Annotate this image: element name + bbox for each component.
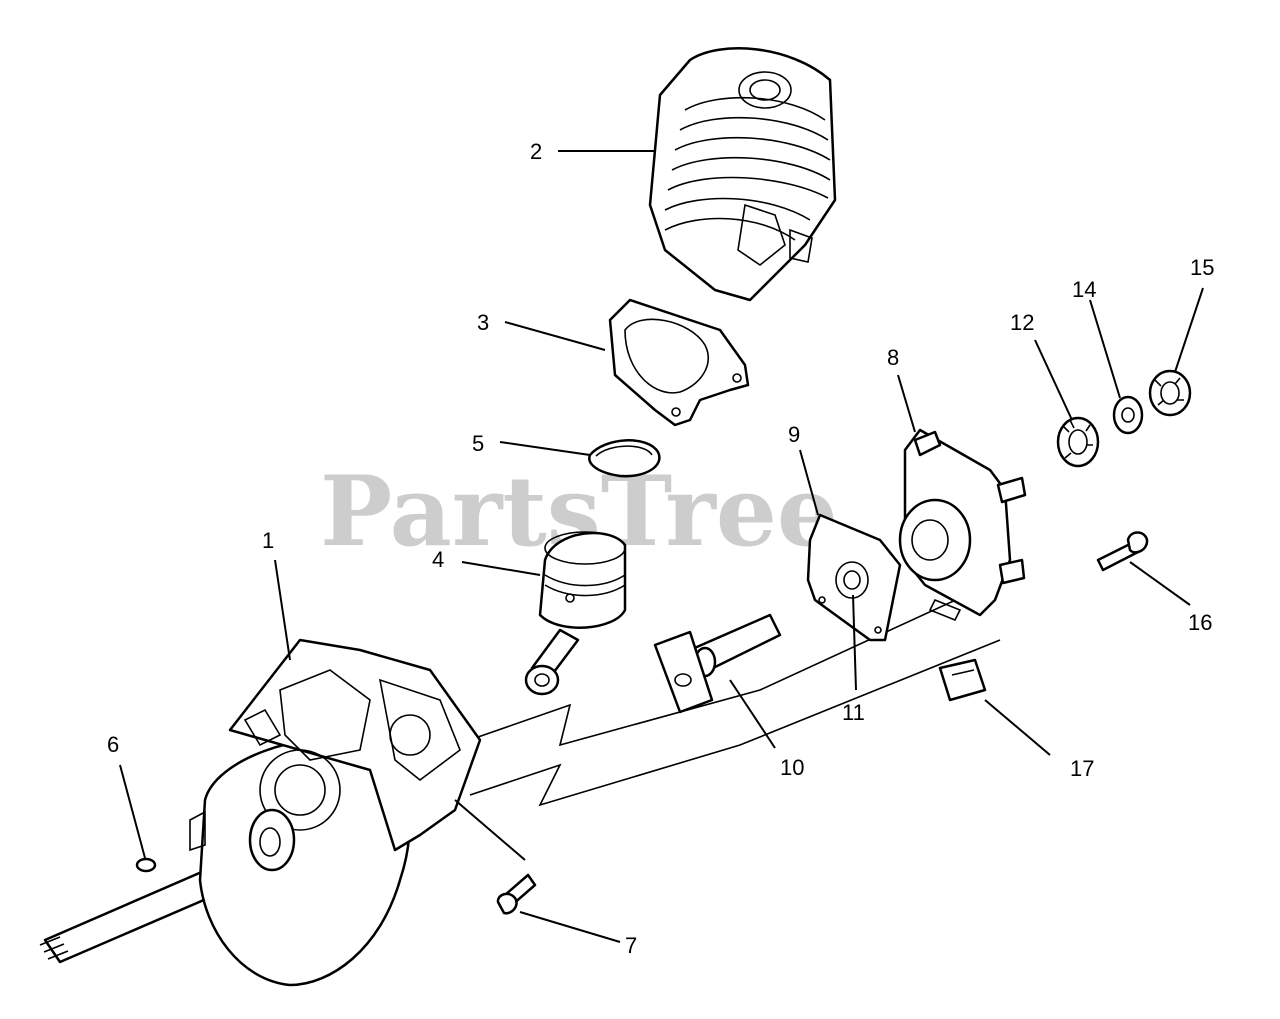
callout-17: 17 — [1070, 756, 1094, 781]
callout-16: 16 — [1188, 610, 1212, 635]
part-6-clip — [135, 857, 157, 873]
part-14-washer — [1112, 395, 1144, 435]
part-2-cylinder — [648, 47, 837, 302]
callout-12: 12 — [1010, 310, 1034, 335]
part-10-crankshaft — [653, 613, 782, 714]
part-17-key — [938, 658, 987, 702]
callout-9: 9 — [788, 422, 800, 447]
drive-shaft-axis — [454, 574, 1011, 807]
callout-10: 10 — [780, 755, 804, 780]
callout-2: 2 — [530, 139, 542, 164]
callout-4: 4 — [432, 547, 444, 572]
callout-labels: 1 2 3 4 5 6 7 8 9 10 11 12 14 15 16 17 — [107, 139, 1214, 958]
part-7-screw — [496, 873, 537, 915]
part-3-gasket — [608, 298, 750, 427]
callout-14: 14 — [1072, 277, 1096, 302]
part-9-gasket-plate — [806, 513, 902, 642]
callout-15: 15 — [1190, 255, 1214, 280]
part-12-needle-bearing — [1056, 416, 1100, 468]
callout-5: 5 — [472, 431, 484, 456]
part-15-bearing — [1148, 369, 1192, 417]
part-8-bearing-housing — [898, 428, 1027, 622]
leader-lines — [119, 150, 1204, 943]
callout-3: 3 — [477, 310, 489, 335]
part-4-piston-rod — [524, 531, 627, 696]
part-5-piston-ring — [588, 439, 661, 478]
callout-11: 11 — [842, 700, 865, 725]
callout-8: 8 — [887, 345, 899, 370]
callout-7: 7 — [625, 933, 637, 958]
part-16-bolt — [1096, 531, 1149, 572]
part-1-crankcase — [39, 638, 482, 987]
callout-1: 1 — [262, 528, 274, 553]
callout-6: 6 — [107, 732, 119, 757]
